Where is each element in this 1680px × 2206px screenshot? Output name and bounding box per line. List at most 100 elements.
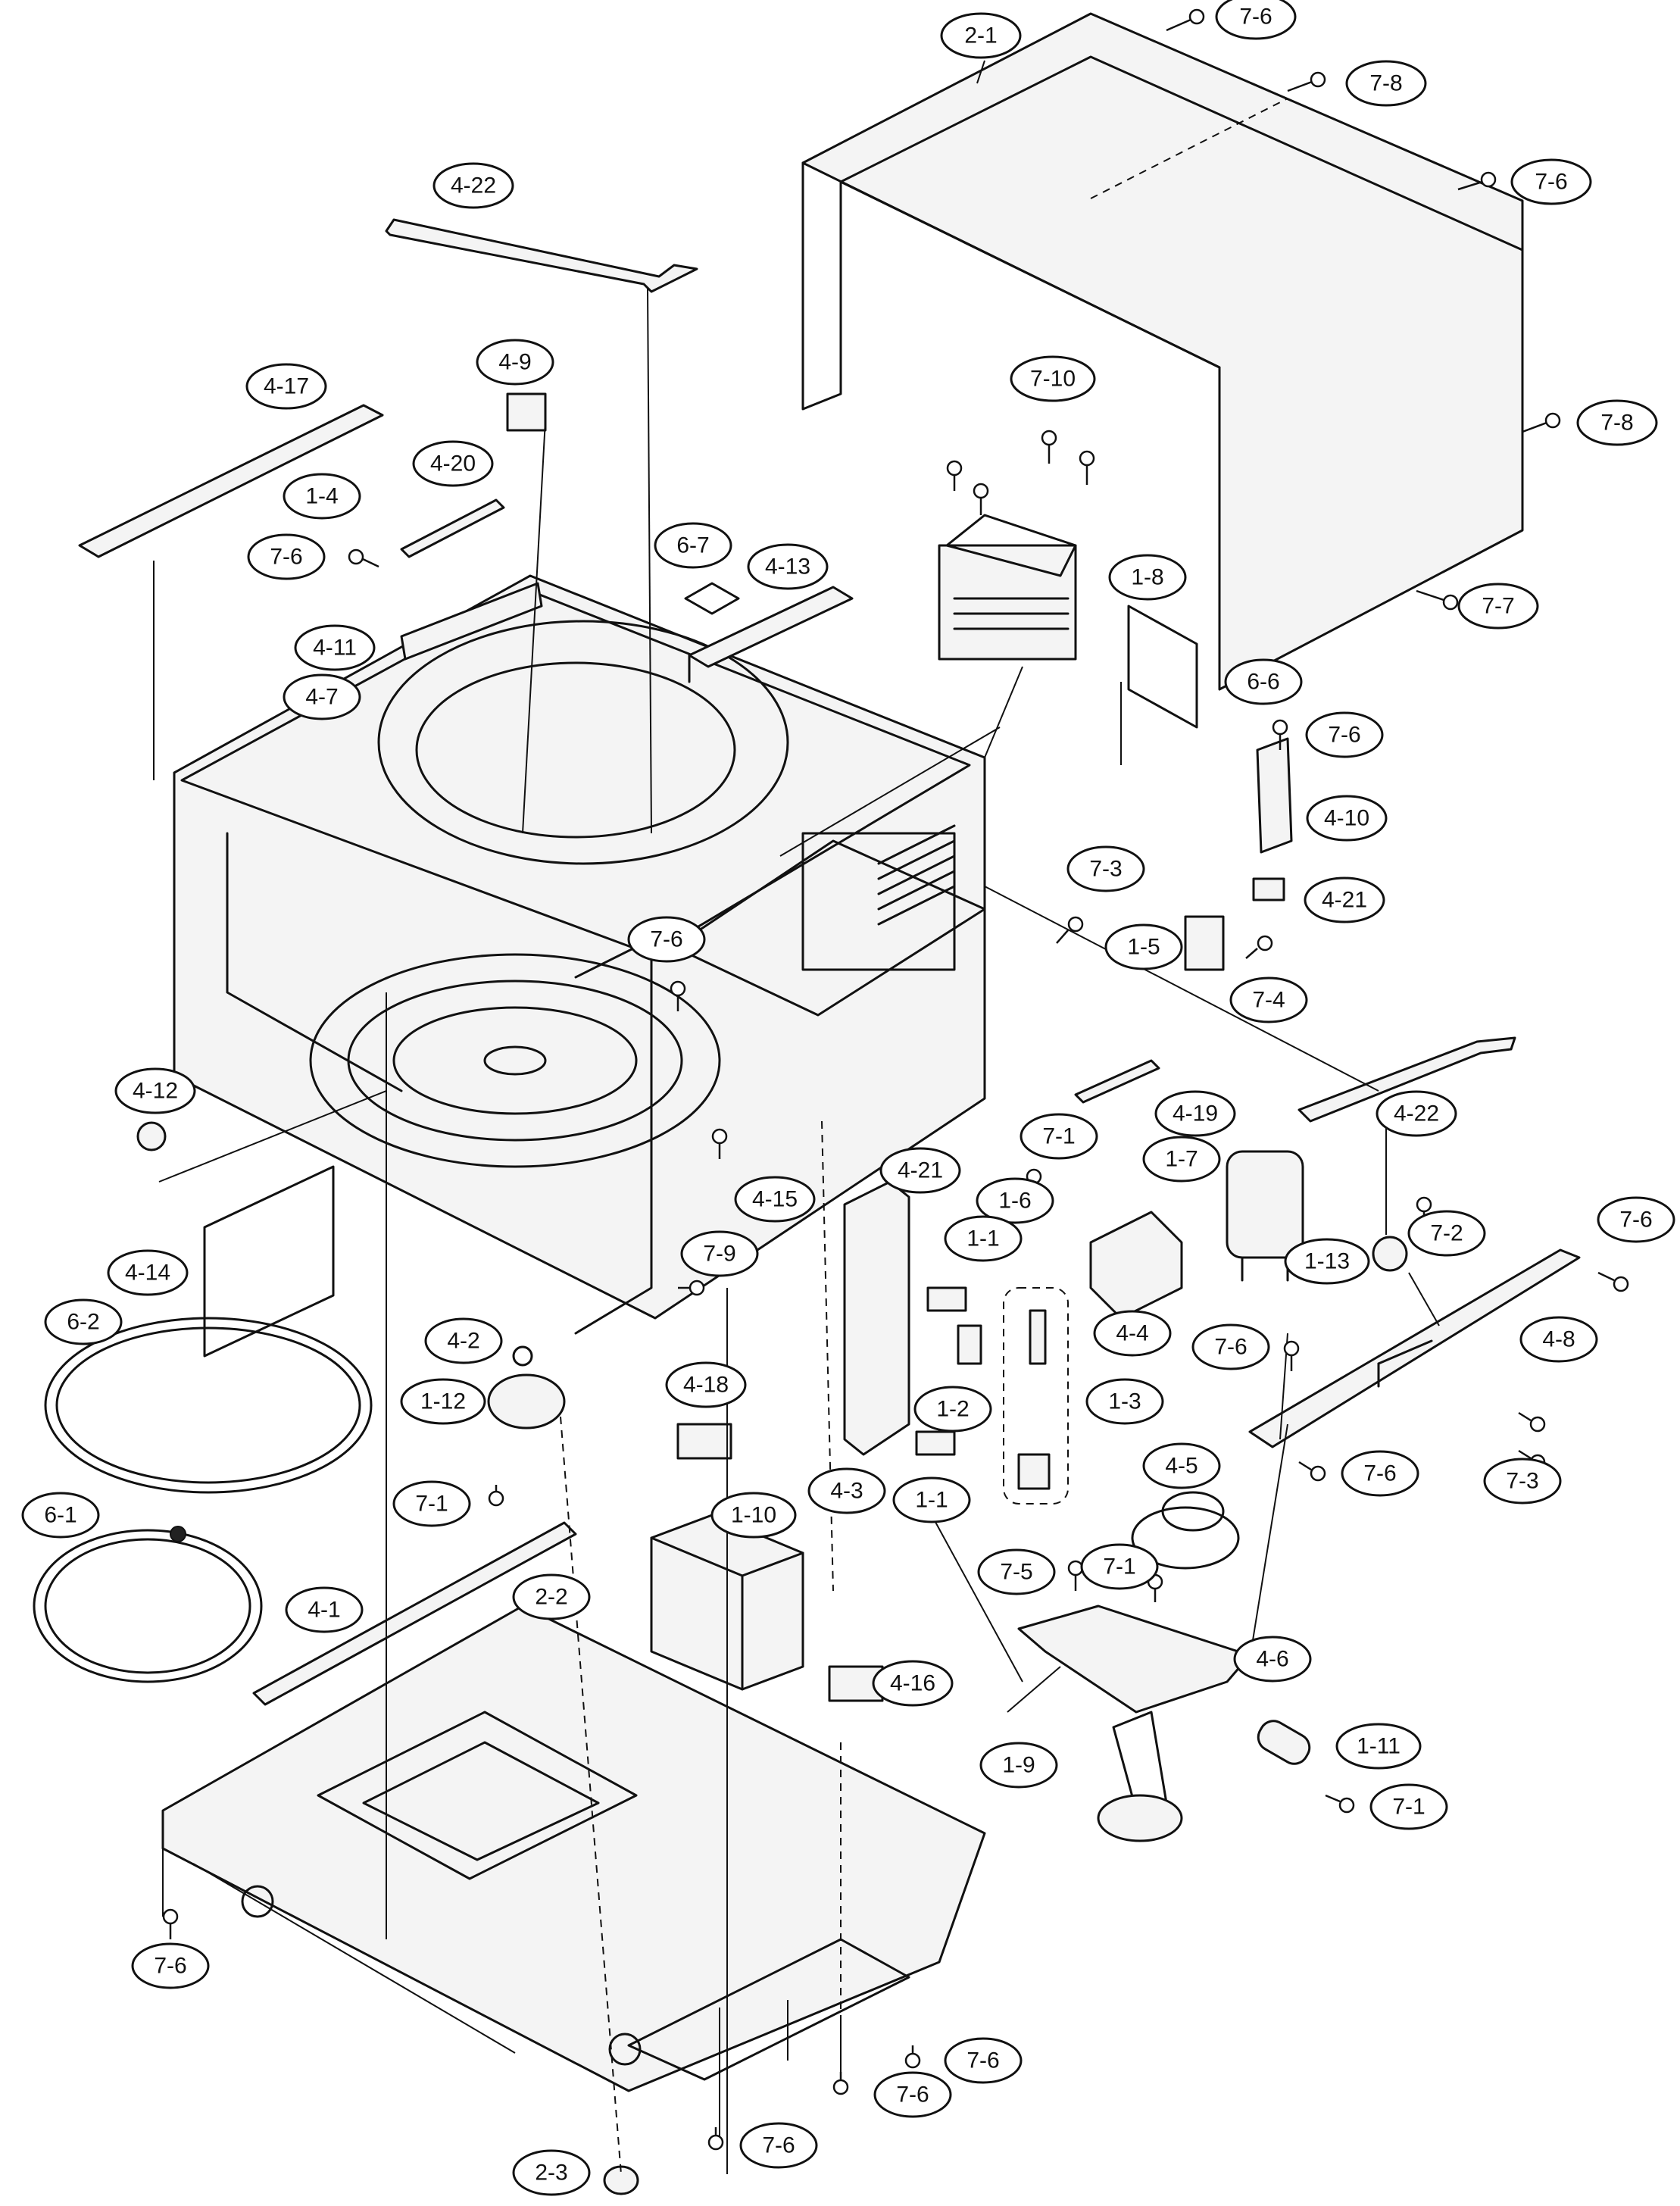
screw-icon [1079, 450, 1095, 485]
coupler-4-12 [136, 1121, 167, 1151]
cavity-vent-grille [877, 824, 956, 926]
screw-icon [973, 483, 989, 515]
callout-4-22: 4-22 [432, 162, 514, 209]
callout-4-20: 4-20 [412, 440, 494, 487]
screw-icon [1298, 1461, 1326, 1482]
svg-text:4-5: 4-5 [1165, 1454, 1198, 1479]
callout-7-6: 7-6 [1215, 0, 1297, 40]
svg-text:4-6: 4-6 [1256, 1647, 1288, 1672]
callout-4-2: 4-2 [424, 1317, 503, 1364]
svg-text:7-6: 7-6 [1535, 170, 1567, 195]
svg-text:4-20: 4-20 [430, 452, 476, 477]
svg-text:4-10: 4-10 [1324, 806, 1369, 831]
svg-text:4-14: 4-14 [125, 1261, 170, 1286]
callout-7-3: 7-3 [1483, 1458, 1562, 1505]
callout-7-3: 7-3 [1066, 845, 1145, 892]
capacitor-bracket [1089, 1211, 1183, 1320]
pad-4-16 [828, 1665, 884, 1702]
screw-icon [1056, 916, 1084, 944]
svg-text:7-1: 7-1 [415, 1492, 448, 1517]
svg-text:4-12: 4-12 [133, 1079, 178, 1104]
svg-text:7-1: 7-1 [1103, 1555, 1135, 1580]
svg-text:4-1: 4-1 [308, 1598, 340, 1623]
svg-text:6-2: 6-2 [67, 1310, 99, 1335]
shield-4-11 [400, 582, 543, 661]
svg-text:4-13: 4-13 [765, 555, 810, 580]
callout-2-2: 2-2 [512, 1573, 591, 1620]
support-rail [1248, 1248, 1581, 1448]
svg-text:6-7: 6-7 [676, 533, 709, 558]
guide-lines [153, 287, 1440, 2175]
callout-1-13: 1-13 [1284, 1238, 1370, 1285]
callout-4-14: 4-14 [107, 1249, 189, 1296]
svg-text:7-7: 7-7 [1482, 594, 1514, 619]
roller-ring-6-1 [33, 1526, 263, 1683]
screw-icon [162, 1908, 179, 1939]
svg-text:7-5: 7-5 [1000, 1560, 1032, 1585]
screw-icon [1287, 71, 1326, 92]
screw-icon [1166, 8, 1205, 32]
callout-7-6: 7-6 [739, 2122, 818, 2169]
callout-4-6: 4-6 [1233, 1636, 1312, 1683]
high-voltage-capacitor [1226, 1150, 1304, 1282]
callout-4-1: 4-1 [285, 1586, 364, 1633]
screw-icon [1416, 589, 1459, 611]
screw-icon [711, 1128, 728, 1159]
svg-text:1-5: 1-5 [1127, 935, 1160, 960]
callout-7-6: 7-6 [247, 533, 326, 580]
callout-7-6: 7-6 [1510, 158, 1592, 205]
fan-blade-4-5 [1131, 1491, 1240, 1570]
callout-4-3: 4-3 [807, 1467, 886, 1514]
callout-6-1: 6-1 [21, 1492, 100, 1539]
interlock-switch-1-5 [1184, 915, 1225, 971]
outer-case-cabinet [801, 12, 1524, 691]
fuse-1-3 [1003, 1287, 1069, 1505]
svg-text:7-6: 7-6 [1363, 1461, 1396, 1486]
callout-7-7: 7-7 [1457, 583, 1539, 630]
svg-text:1-8: 1-8 [1131, 565, 1163, 590]
svg-text:4-4: 4-4 [1116, 1321, 1148, 1346]
callout-1-7: 1-7 [1142, 1136, 1221, 1183]
callout-4-16: 4-16 [872, 1660, 954, 1707]
callout-1-5: 1-5 [1104, 923, 1183, 970]
turntable-motor-1-12 [487, 1345, 566, 1430]
seal-6-7 [684, 582, 740, 615]
callout-1-12: 1-12 [400, 1378, 486, 1425]
oven-cavity [173, 574, 986, 1335]
callout-1-9: 1-9 [979, 1742, 1058, 1789]
callout-7-8: 7-8 [1576, 399, 1658, 446]
svg-text:7-6: 7-6 [1619, 1208, 1652, 1233]
micro-switch-1-1-lower [915, 1430, 956, 1456]
micro-switch-1-1-upper [926, 1286, 967, 1312]
svg-text:7-6: 7-6 [154, 1954, 186, 1979]
resistor-1-11 [1257, 1720, 1311, 1765]
screw-icon [1457, 171, 1497, 191]
svg-text:2-2: 2-2 [535, 1585, 567, 1610]
svg-text:7-6: 7-6 [1239, 5, 1272, 30]
svg-text:1-12: 1-12 [420, 1389, 466, 1414]
strip-4-19 [1074, 1059, 1160, 1104]
callout-1-4: 1-4 [283, 473, 361, 520]
svg-text:7-8: 7-8 [1600, 411, 1633, 436]
callout-4-11: 4-11 [294, 624, 376, 671]
fan-duct-4-6 [1017, 1605, 1251, 1714]
callout-4-10: 4-10 [1306, 795, 1388, 842]
callout-1-3: 1-3 [1085, 1378, 1164, 1425]
screw-icon [707, 2127, 724, 2151]
callout-7-6: 7-6 [873, 2071, 952, 2118]
callout-6-6: 6-6 [1224, 658, 1303, 705]
callout-7-4: 7-4 [1229, 976, 1308, 1023]
callout-7-6: 7-6 [627, 916, 706, 963]
svg-text:4-22: 4-22 [1394, 1101, 1439, 1126]
callout-4-9: 4-9 [476, 339, 554, 386]
svg-text:7-9: 7-9 [703, 1242, 735, 1267]
callout-4-19: 4-19 [1154, 1090, 1236, 1137]
screw-icon [1067, 1560, 1084, 1591]
screw-icon [1272, 719, 1288, 750]
screw-icon [1283, 1340, 1300, 1371]
callout-2-3: 2-3 [512, 2149, 591, 2196]
callout-7-1: 7-1 [1020, 1113, 1098, 1160]
top-strip-4-22 [385, 218, 698, 293]
svg-text:7-6: 7-6 [1214, 1335, 1247, 1360]
svg-text:7-3: 7-3 [1089, 857, 1122, 882]
